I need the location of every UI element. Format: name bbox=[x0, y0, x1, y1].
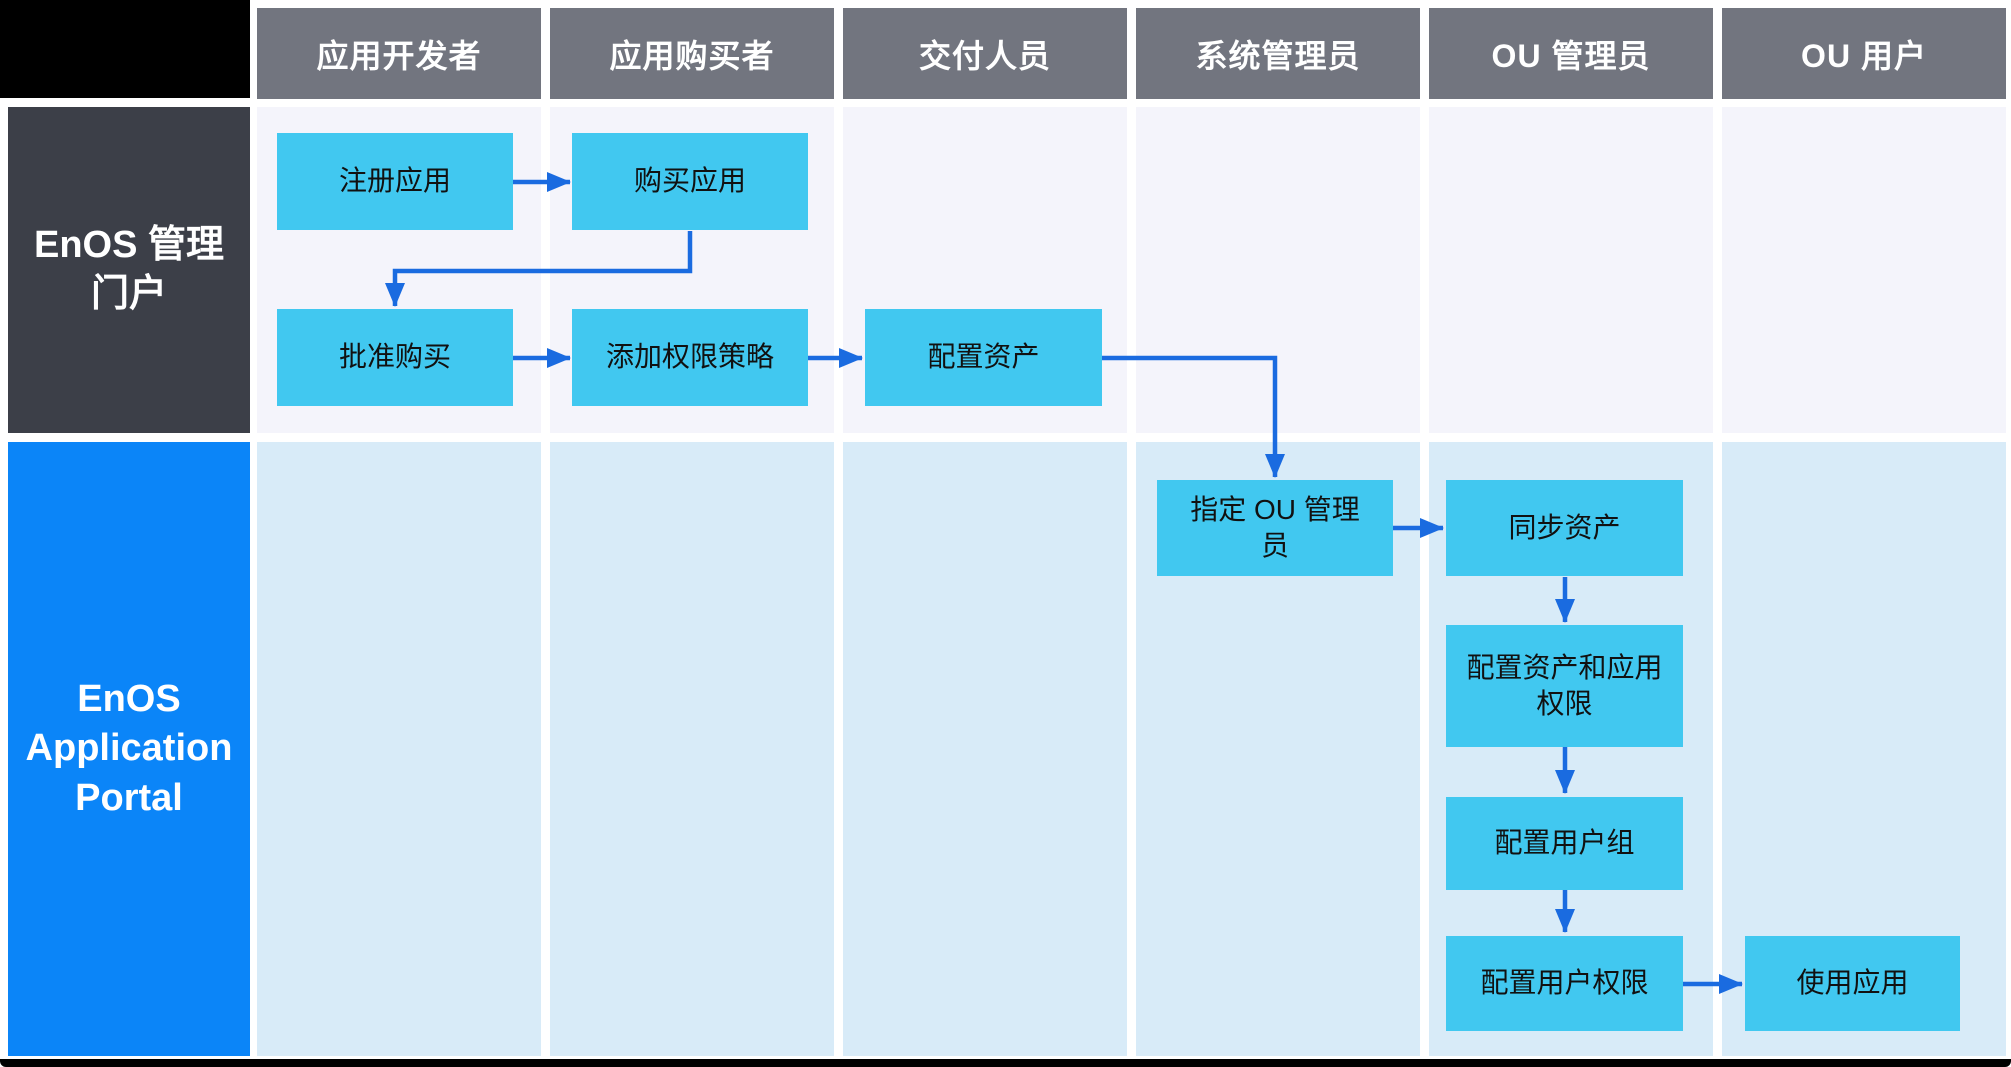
node-sync-assets: 同步资产 bbox=[1446, 480, 1683, 576]
lane1-cell-col5 bbox=[1429, 107, 1713, 433]
node-configure-user-group: 配置用户组 bbox=[1446, 797, 1683, 890]
node-purchase-app: 购买应用 bbox=[572, 133, 808, 230]
row-label-enos-application-portal: EnOS Application Portal bbox=[8, 442, 250, 1056]
node-configure-assets: 配置资产 bbox=[865, 309, 1102, 406]
bottom-border-bar bbox=[0, 1059, 2011, 1067]
lane2-cell-col1 bbox=[257, 442, 541, 1056]
node-register-app: 注册应用 bbox=[277, 133, 513, 230]
column-header-delivery-staff: 交付人员 bbox=[843, 8, 1127, 99]
node-approve-purchase: 批准购买 bbox=[277, 309, 513, 406]
column-header-system-admin: 系统管理员 bbox=[1136, 8, 1420, 99]
node-configure-asset-app-permissions: 配置资产和应用 权限 bbox=[1446, 625, 1683, 747]
node-assign-ou-admin: 指定 OU 管理 员 bbox=[1157, 480, 1393, 576]
lane1-cell-col4 bbox=[1136, 107, 1420, 433]
column-header-app-buyer: 应用购买者 bbox=[550, 8, 834, 99]
lane2-cell-col2 bbox=[550, 442, 834, 1056]
corner-block bbox=[0, 0, 250, 98]
column-header-ou-admin: OU 管理员 bbox=[1429, 8, 1713, 99]
column-header-app-developer: 应用开发者 bbox=[257, 8, 541, 99]
node-configure-user-permissions: 配置用户权限 bbox=[1446, 936, 1683, 1031]
lane2-cell-col3 bbox=[843, 442, 1127, 1056]
lane1-cell-col6 bbox=[1722, 107, 2006, 433]
node-use-app: 使用应用 bbox=[1745, 936, 1960, 1031]
node-add-permission-policy: 添加权限策略 bbox=[572, 309, 808, 406]
row-label-enos-management-portal: EnOS 管理 门户 bbox=[8, 107, 250, 433]
column-header-ou-user: OU 用户 bbox=[1722, 8, 2006, 99]
